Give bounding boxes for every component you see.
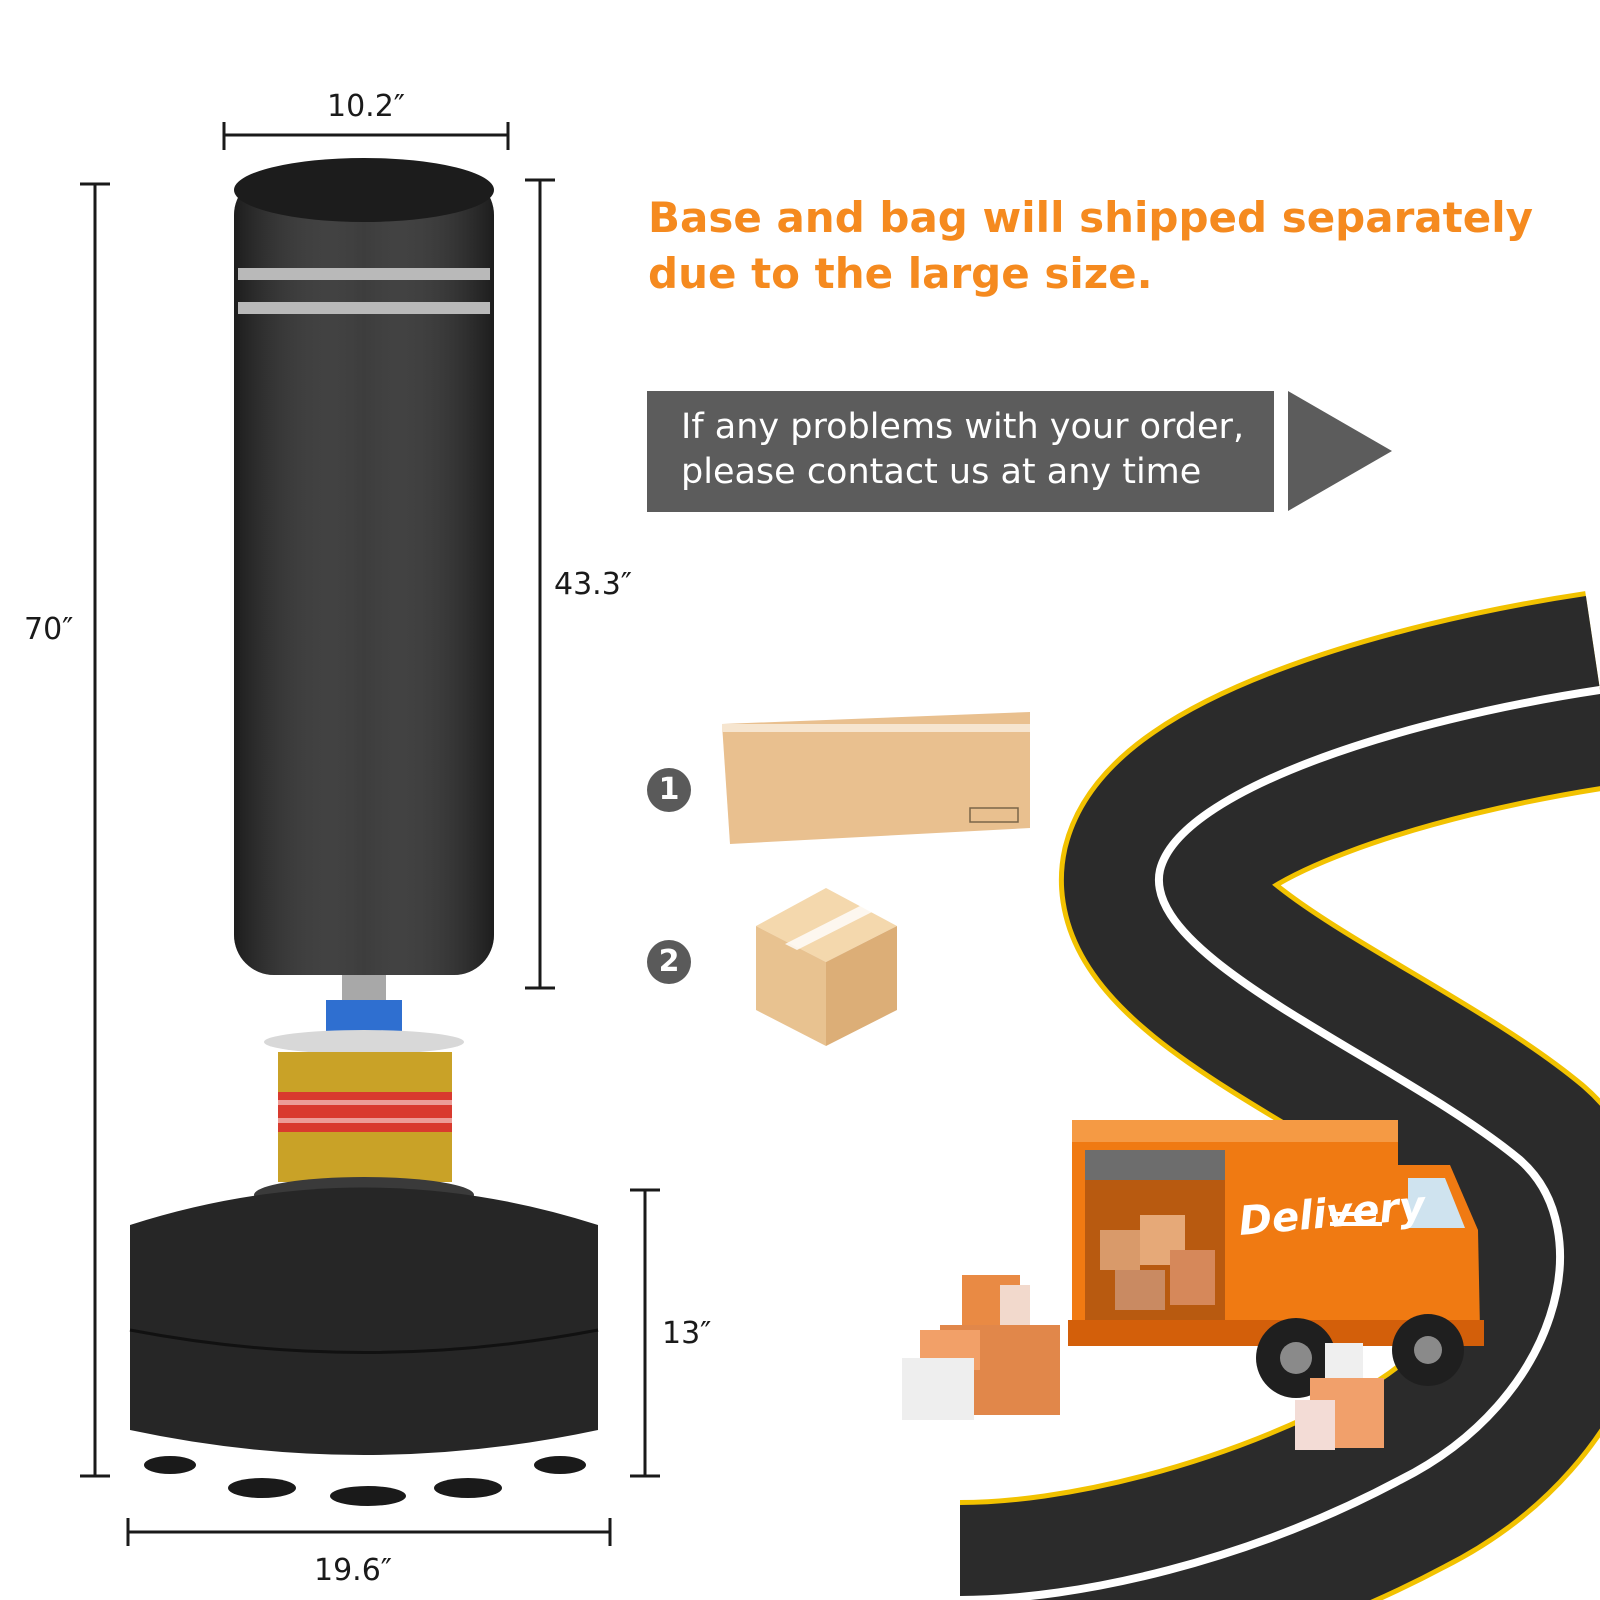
dimension-line-bag-height [525, 178, 555, 990]
arrow-right-icon [1288, 391, 1392, 511]
dimension-line-total-height [80, 182, 110, 1478]
package-large-box [722, 712, 1030, 844]
bag-width-label: 10.2″ [327, 89, 406, 124]
base-height-label: 13″ [662, 1316, 712, 1351]
total-height-label: 70″ [24, 612, 74, 647]
contact-banner: If any problems with your order, please … [647, 391, 1274, 512]
dimension-line-bag-width [222, 122, 510, 150]
base-width-label: 19.6″ [314, 1553, 393, 1588]
package-small-box [756, 888, 897, 1046]
road-center-line [959, 686, 1600, 1600]
dimension-line-base-height [630, 1188, 660, 1478]
parcels-left [902, 1275, 1060, 1420]
headline-line-2: due to the large size. [648, 249, 1153, 298]
shipping-headline: Base and bag will shipped separately due… [648, 190, 1578, 302]
parcels-right [1295, 1343, 1384, 1450]
step-2-badge: 2 [647, 940, 691, 984]
step-1-badge: 1 [647, 768, 691, 812]
delivery-truck: Delivery [1068, 1120, 1484, 1398]
punching-bag-illustration [80, 122, 660, 1546]
bag-base [130, 1187, 598, 1455]
dimension-line-base-width [126, 1518, 612, 1546]
bag-height-label: 43.3″ [554, 567, 633, 602]
banner-line-1: If any problems with your order, [681, 407, 1245, 447]
headline-line-1: Base and bag will shipped separately [648, 193, 1533, 242]
banner-line-2: please contact us at any time [681, 452, 1202, 492]
